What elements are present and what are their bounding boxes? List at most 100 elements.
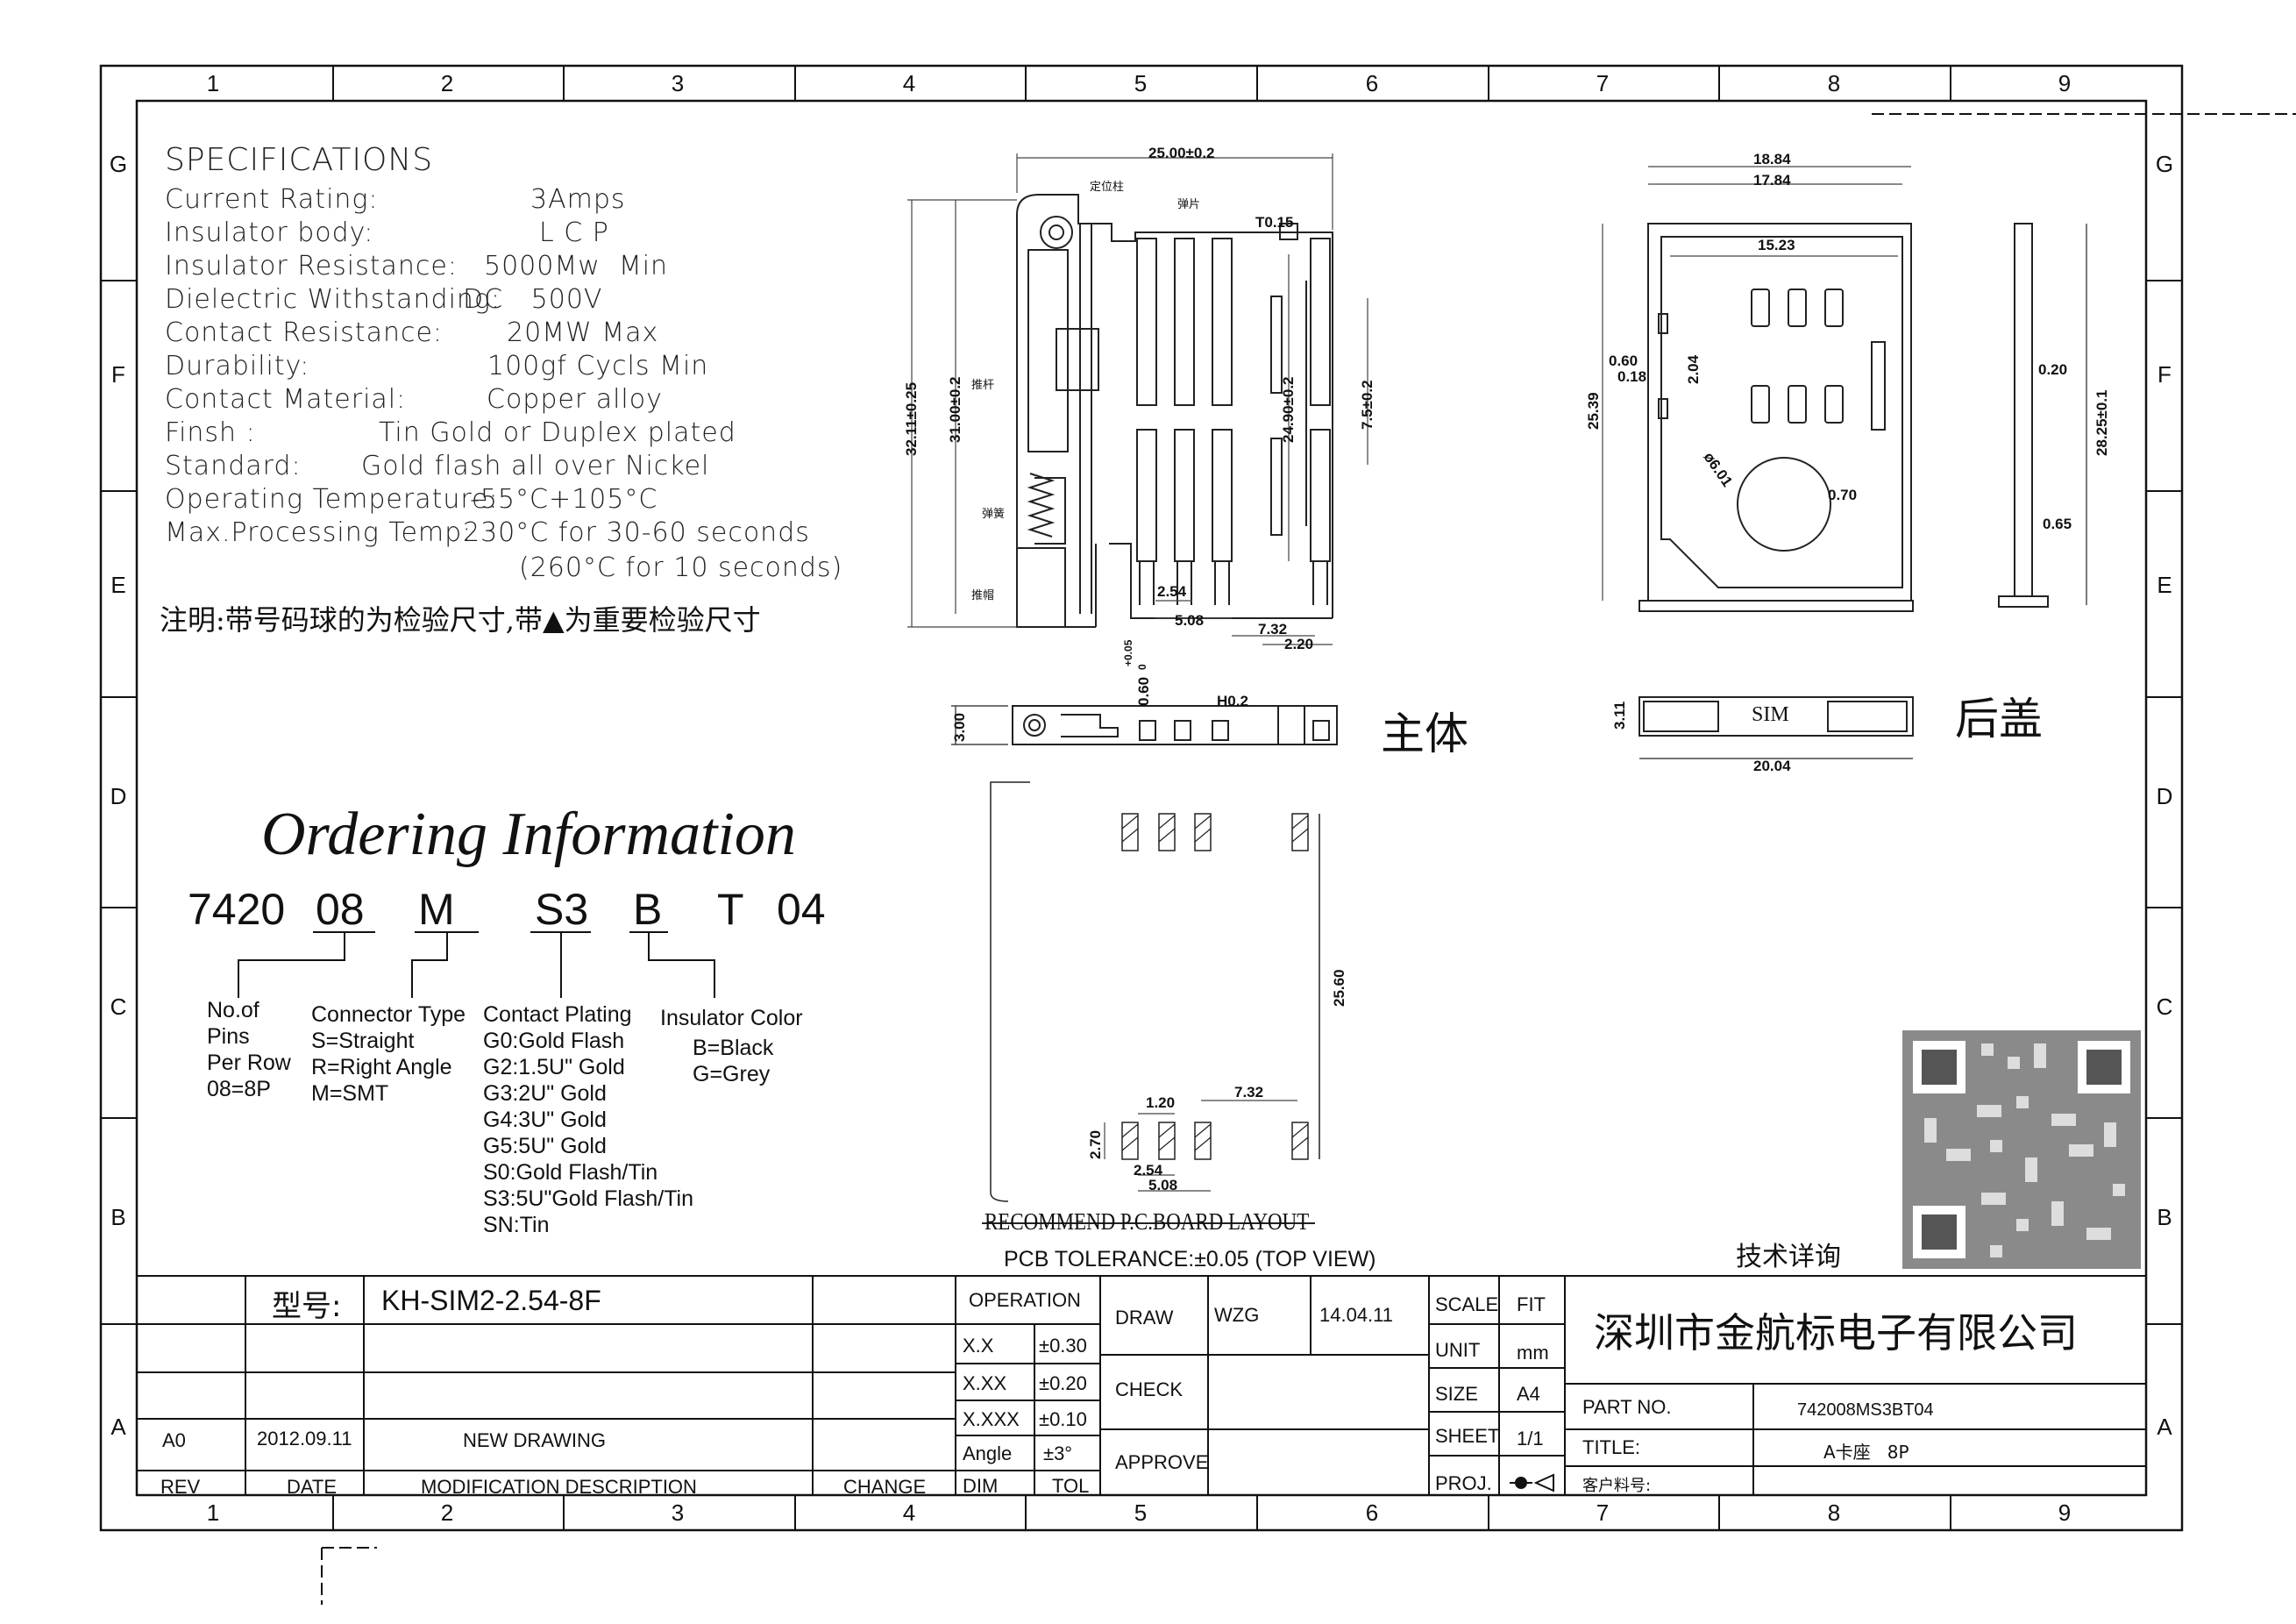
spec-label-insulator-resistance: Insulator Resistance: — [165, 251, 458, 281]
dim-label: DIM — [963, 1475, 999, 1497]
zone-row-b-right: B — [2157, 1204, 2172, 1230]
size-label: SIZE — [1435, 1383, 1478, 1405]
spec-value-insulator-body: L C P — [539, 217, 609, 248]
scale-label: SCALE — [1435, 1293, 1499, 1315]
drawer-name: WZG — [1214, 1304, 1260, 1326]
dim-0-65: 0.65 — [2043, 516, 2072, 532]
dim-3-00: 3.00 — [951, 712, 968, 742]
order-color-title: Insulator Color — [660, 1006, 803, 1030]
tol-key-xx: X.X — [963, 1335, 994, 1357]
spec-value-current: 3Amps — [530, 184, 626, 215]
spec-label-finish: Finsh : — [165, 417, 256, 448]
tol-val-xx: ±0.30 — [1039, 1335, 1087, 1357]
qr-code — [1902, 1030, 2141, 1269]
unit-label: UNIT — [1435, 1339, 1481, 1361]
spec-value-operating-temp: -55°C+105°C — [470, 484, 658, 515]
zone-col-2-top: 2 — [440, 70, 454, 96]
sheet-value: 1/1 — [1517, 1428, 1544, 1449]
spec-value-contact-material: Copper alloy — [487, 384, 663, 415]
tol-key-xxx: X.XX — [963, 1372, 1007, 1394]
projection-label: PROJ. — [1435, 1472, 1492, 1494]
order-code-plating: S3 — [535, 885, 589, 934]
zone-col-1-top: 1 — [206, 70, 220, 96]
zone-row-c-right: C — [2156, 994, 2173, 1020]
inspection-note: 注明:带号码球的为检验尺寸,带▲为重要检验尺寸 — [160, 603, 761, 637]
tol-val-xxx: ±0.20 — [1039, 1372, 1087, 1394]
check-label: CHECK — [1115, 1378, 1184, 1400]
tol-val-xxxx: ±0.10 — [1039, 1408, 1087, 1430]
order-code-t: T — [717, 885, 744, 934]
zone-col-1-bottom: 1 — [206, 1499, 220, 1526]
spec-label-contact-resistance: Contact Resistance: — [165, 317, 444, 348]
dim-7-32-main: 7.32 — [1258, 621, 1288, 637]
spec-label-operating-temp: Operating Temperature: — [165, 484, 499, 515]
operation-label: OPERATION — [969, 1289, 1081, 1311]
zone-row-f-right: F — [2157, 361, 2172, 388]
dim-32-11: 32.11±0.25 — [903, 381, 920, 456]
order-code-base: 7420 — [188, 885, 286, 934]
pcb-layout-title: RECOMMEND P.C.BOARD LAYOUT — [985, 1208, 1310, 1235]
model-label: 型号: — [272, 1289, 342, 1324]
ordering-title: Ordering Information — [261, 801, 796, 868]
dim-25-39: 25.39 — [1585, 392, 1602, 430]
dim-0-60: 0.60 — [1135, 676, 1152, 706]
zone-row-g-right: G — [2155, 151, 2174, 177]
dim-2-54-pcb: 2.54 — [1134, 1162, 1163, 1179]
rev-header: REV — [160, 1476, 201, 1498]
dim-25-00: 25.00±0.2 — [1148, 145, 1215, 161]
pcb-tolerance: PCB TOLERANCE:±0.05 (TOP VIEW) — [1004, 1247, 1376, 1271]
title-value: A卡座 8P — [1823, 1442, 1909, 1463]
zone-col-3-bottom: 3 — [671, 1499, 685, 1526]
order-code-type: M — [418, 885, 455, 934]
dim-18-84: 18.84 — [1753, 151, 1791, 167]
dim-31-00: 31.00±0.2 — [947, 376, 963, 443]
dim-2-04: 2.04 — [1685, 354, 1702, 384]
spec-label-max-processing: Max.Processing Temp: — [165, 517, 473, 548]
dim-28-25: 28.25±0.1 — [2093, 389, 2110, 456]
zone-row-d-right: D — [2156, 783, 2173, 809]
sim-text: SIM — [1752, 703, 1789, 726]
zone-col-9-top: 9 — [2058, 70, 2072, 96]
size-value: A4 — [1517, 1383, 1540, 1405]
draw-label: DRAW — [1115, 1307, 1174, 1328]
dim-5-08-pcb: 5.08 — [1148, 1177, 1178, 1193]
dim-7-32-pcb: 7.32 — [1234, 1084, 1264, 1100]
spec-value-dielectric: DC 500V — [463, 284, 603, 315]
zone-col-5-bottom: 5 — [1134, 1499, 1148, 1526]
tol-key-xxxx: X.XXX — [963, 1408, 1020, 1430]
zone-col-9-bottom: 9 — [2058, 1499, 2072, 1526]
title-label: TITLE: — [1582, 1436, 1641, 1458]
order-pins-desc: No.of Pins Per Row 08=8P — [207, 998, 291, 1101]
zone-col-3-top: 3 — [671, 70, 685, 96]
customer-part-label: 客户料号: — [1582, 1477, 1652, 1495]
zone-col-8-bottom: 8 — [1827, 1499, 1841, 1526]
change-header: CHANGE — [843, 1476, 927, 1498]
dim-0-18: 0.18 — [1617, 368, 1647, 385]
zone-row-g-left: G — [109, 151, 128, 177]
dim-15-23: 15.23 — [1758, 237, 1795, 253]
draw-date: 14.04.11 — [1319, 1304, 1394, 1326]
part-no-value: 742008MS3BT04 — [1797, 1400, 1934, 1420]
rev-value: A0 — [162, 1429, 186, 1451]
approve-label: APPROVE — [1115, 1451, 1209, 1473]
company-name: 深圳市金航标电子有限公司 — [1594, 1309, 2078, 1357]
order-code-pins: 08 — [316, 885, 365, 934]
spec-value-max-processing-alt: (260°C for 10 seconds) — [519, 552, 843, 583]
spec-label-durability: Durability: — [165, 351, 310, 381]
spec-label-standard: Standard: — [165, 451, 302, 481]
spec-value-standard: Gold flash all over Nickel — [361, 451, 710, 481]
spec-label-insulator-body: Insulator body: — [165, 217, 374, 248]
main-body-label: 主体 — [1381, 709, 1468, 759]
dim-2-54-main: 2.54 — [1157, 583, 1187, 600]
zone-col-2-bottom: 2 — [440, 1499, 454, 1526]
sheet-label: SHEET — [1435, 1425, 1500, 1447]
dim-0-60-cover: 0.60 — [1609, 353, 1638, 369]
dim-2-20: 2.20 — [1284, 636, 1314, 652]
tol-label: TOL — [1052, 1475, 1090, 1497]
spec-value-insulator-resistance: 5000Mw Min — [484, 251, 669, 281]
spec-value-contact-resistance: 20MW Max — [507, 317, 659, 348]
dim-17-84: 17.84 — [1753, 172, 1791, 189]
annotation-spring: 弹簧 — [982, 508, 1006, 521]
dim-20-04: 20.04 — [1753, 758, 1791, 774]
